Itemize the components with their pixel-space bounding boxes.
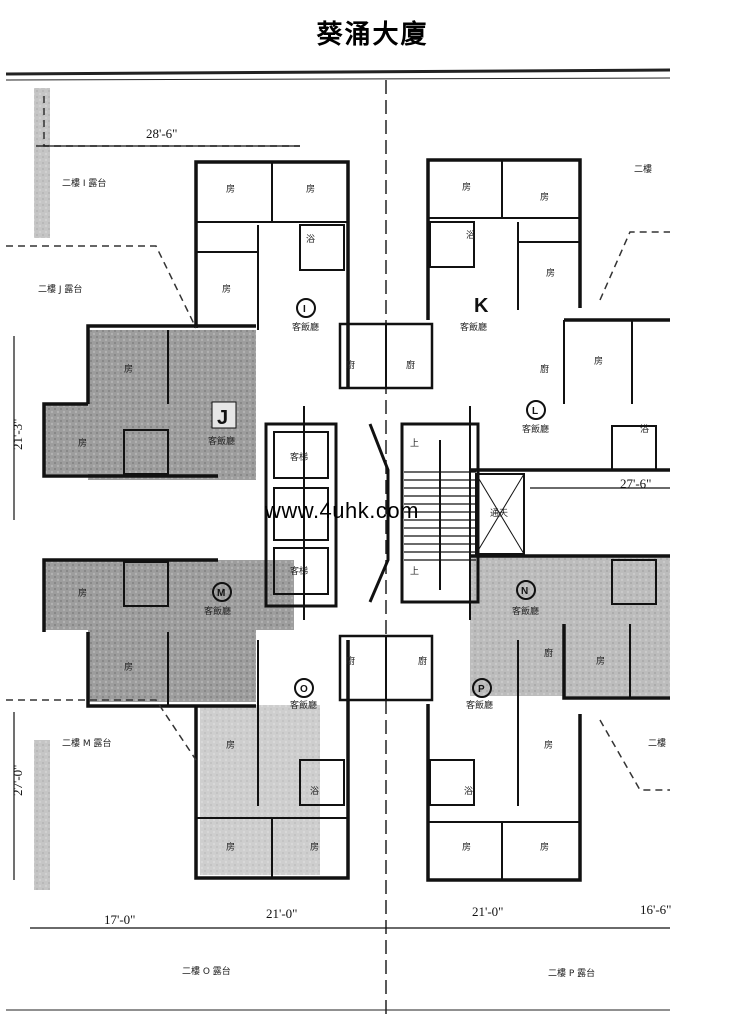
stair-labels: 上 上 通天 [410, 438, 508, 577]
balcony-label: 二樓 I 露台 [62, 177, 106, 189]
unit-circle-markers [212, 298, 546, 698]
bedroom-label: 房 [540, 841, 549, 853]
bath-label: 浴 [464, 786, 473, 797]
unit-marker [472, 678, 492, 698]
bedroom-label: 房 [78, 437, 87, 449]
stair-up-label: 上 [410, 566, 419, 577]
dimension-labels: 28'-6" 21'-3" 27'-0" 17'-0" 21'-0" 21'-0… [10, 126, 671, 927]
bedroom-label: 房 [306, 183, 315, 195]
bedroom-label: 房 [124, 661, 133, 673]
bedroom-label: 房 [462, 841, 471, 853]
bedroom-label: 房 [310, 841, 319, 853]
balcony-labels: 二樓 I 露台 二樓 J 露台 二樓 M 露台 二樓 O 露台 二樓 P 露台 … [38, 163, 666, 979]
unit-marker-letter: O [300, 684, 308, 695]
bedroom-label: 房 [594, 355, 603, 367]
balcony-label: 二樓 [648, 737, 666, 749]
stair-up-label: 上 [410, 438, 419, 449]
unit-letter: K [474, 295, 489, 317]
bedroom-label: 房 [226, 183, 235, 195]
living-room-labels: 客飯廳 客飯廳 客飯廳 客飯廳 客飯廳 客飯廳 客飯廳 客飯廳 [204, 321, 549, 711]
bath-label: 浴 [310, 786, 319, 797]
balcony-label: 二樓 O 露台 [182, 965, 231, 977]
dimension-label: 27'-0" [10, 765, 25, 796]
page-title: 葵涌大廈 [316, 20, 429, 50]
kitchen-labels: 廚 廚 廚 廚 廚 廚 [346, 359, 553, 667]
kitchen-label: 廚 [540, 363, 549, 375]
bedroom-label: 房 [540, 191, 549, 203]
dimension-lines [13, 145, 670, 929]
unit-marker-letter: P [478, 684, 485, 695]
bedroom-label: 房 [226, 739, 235, 751]
unit-marker [516, 580, 536, 600]
bath-label: 浴 [466, 230, 475, 241]
unit-marker-letter: M [217, 588, 225, 599]
dimension-label: 17'-0" [104, 912, 135, 927]
living-room-label: 客飯廳 [512, 605, 539, 617]
unit-letter: J [217, 407, 228, 429]
site-outline [5, 68, 671, 1015]
kitchen-label: 廚 [406, 359, 415, 371]
dimension-label: 27'-6" [620, 476, 651, 491]
light-well-label: 通天 [490, 508, 508, 519]
bedroom-label: 房 [222, 283, 231, 295]
balcony-label: 二樓 [634, 163, 652, 175]
bedroom-label: 房 [78, 587, 87, 599]
bedroom-labels: 房 房 房 房 房 房 房 房 房 房 房 房 房 房 房 房 房 房 [78, 181, 605, 853]
lift-core [264, 422, 338, 608]
living-room-label: 客飯廳 [208, 435, 235, 447]
dimension-label: 28'-6" [146, 126, 177, 141]
unit-marker [212, 582, 232, 602]
watermark: www.4uhk.com [265, 498, 419, 523]
unit-marker-letter: L [532, 406, 538, 417]
bath-label: 浴 [640, 424, 649, 435]
bedroom-label: 房 [462, 181, 471, 193]
lift-labels: 客梯 客梯 [290, 451, 308, 577]
unit-marker [296, 298, 316, 318]
kitchen-label: 廚 [544, 647, 553, 659]
bedroom-label: 房 [596, 655, 605, 667]
living-room-label: 客飯廳 [292, 321, 319, 333]
kitchen-label: 廚 [346, 655, 355, 667]
bath-label: 浴 [306, 234, 315, 245]
dimension-label: 21'-3" [10, 419, 25, 450]
bedroom-label: 房 [124, 363, 133, 375]
living-room-label: 客飯廳 [290, 699, 317, 711]
bedroom-label: 房 [544, 739, 553, 751]
shaded-areas [34, 88, 670, 890]
lift-label: 客梯 [290, 565, 308, 577]
walls [42, 158, 670, 882]
living-room-label: 客飯廳 [522, 423, 549, 435]
living-room-label: 客飯廳 [460, 321, 487, 333]
balcony-label: 二樓 M 露台 [62, 737, 112, 749]
living-room-label: 客飯廳 [204, 605, 231, 617]
bedroom-label: 房 [226, 841, 235, 853]
kitchen-label: 廚 [418, 655, 427, 667]
unit-marker-letter: N [521, 586, 528, 597]
lift-label: 客梯 [290, 451, 308, 463]
balcony-label: 二樓 J 露台 [38, 283, 82, 295]
unit-marker-letter: I [303, 304, 306, 315]
bath-labels: 浴 浴 浴 浴 浴 [306, 230, 649, 797]
unit-circle-letters: I L M N O P [217, 304, 538, 695]
unit-labels: J K [211, 295, 489, 429]
dimension-label: 21'-0" [472, 904, 503, 919]
kitchen-label: 廚 [346, 359, 355, 371]
living-room-label: 客飯廳 [466, 699, 493, 711]
balcony-label: 二樓 P 露台 [548, 967, 595, 979]
unit-marker [294, 678, 314, 698]
unit-marker [526, 400, 546, 420]
dimension-label: 21'-0" [266, 906, 297, 921]
bedroom-label: 房 [546, 267, 555, 279]
dimension-label: 16'-6" [640, 902, 671, 917]
staircase [368, 422, 525, 604]
